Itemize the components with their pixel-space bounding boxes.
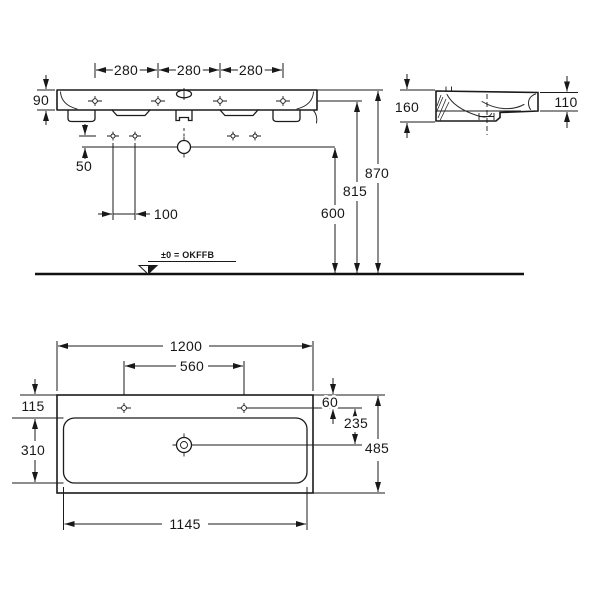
- dim-label-160: 160: [395, 99, 419, 115]
- dim-100: 100: [98, 143, 180, 225]
- dim-110: 110: [540, 76, 580, 128]
- dim-160: 160: [392, 74, 435, 138]
- dim-label-100: 100: [154, 206, 178, 222]
- drain-mark-plan: [172, 433, 196, 457]
- dim-90: 90: [30, 75, 55, 125]
- basin-bowl-outline: [62, 417, 308, 484]
- dim-label-560: 560: [180, 358, 204, 374]
- dim-1200: 1200: [56, 336, 314, 391]
- dim-1145: 1145: [63, 487, 308, 535]
- dim-label-90: 90: [33, 92, 49, 108]
- drain-mark-front: [176, 136, 192, 158]
- side-hatching: [436, 94, 450, 121]
- dim-label-115: 115: [21, 398, 44, 414]
- dim-label-110: 110: [554, 94, 577, 110]
- fixing-hole-marks: [107, 131, 261, 141]
- dim-115-310: 115 310: [12, 379, 64, 484]
- basin-underside-profile: [67, 109, 318, 136]
- tap-hole-marks-front: [88, 96, 290, 106]
- dim-label-50: 50: [76, 158, 92, 174]
- side-view: 160 110: [392, 74, 580, 138]
- tap-hole-marks-plan: [117, 403, 251, 413]
- level-marker: ±0 = OKFFB: [137, 249, 236, 275]
- front-view: 280 280 280: [30, 60, 391, 273]
- plan-view: 1200 560 115: [12, 336, 391, 535]
- dim-label-485: 485: [365, 440, 389, 456]
- dim-label-60: 60: [322, 394, 338, 410]
- dim-60-235-485: 60 235 485: [313, 378, 391, 494]
- dim-heights: 600 815 870: [317, 89, 391, 273]
- dim-label-280-3: 280: [239, 62, 263, 78]
- dim-chain-280: 280 280 280: [94, 60, 284, 81]
- side-tap-hole-mark: [445, 86, 452, 92]
- dim-50: 50: [73, 124, 96, 177]
- dim-label-235: 235: [344, 415, 368, 431]
- level-marker-fill: [148, 265, 157, 274]
- dim-label-1200: 1200: [170, 338, 202, 354]
- dim-560: 560: [123, 356, 245, 402]
- basin-front-outline: [56, 88, 335, 158]
- dim-label-600: 600: [321, 205, 345, 221]
- dim-label-310: 310: [21, 442, 45, 458]
- dim-label-280-2: 280: [177, 62, 201, 78]
- floor-level-label: ±0 = OKFFB: [161, 250, 214, 260]
- dim-label-870: 870: [365, 165, 389, 181]
- overflow-mark: [175, 88, 193, 100]
- floor-line-group: ±0 = OKFFB: [35, 249, 524, 276]
- dim-label-815: 815: [343, 183, 367, 199]
- basin-side-outline: [435, 90, 539, 122]
- dim-label-280-1: 280: [114, 62, 138, 78]
- dim-label-1145: 1145: [169, 516, 200, 532]
